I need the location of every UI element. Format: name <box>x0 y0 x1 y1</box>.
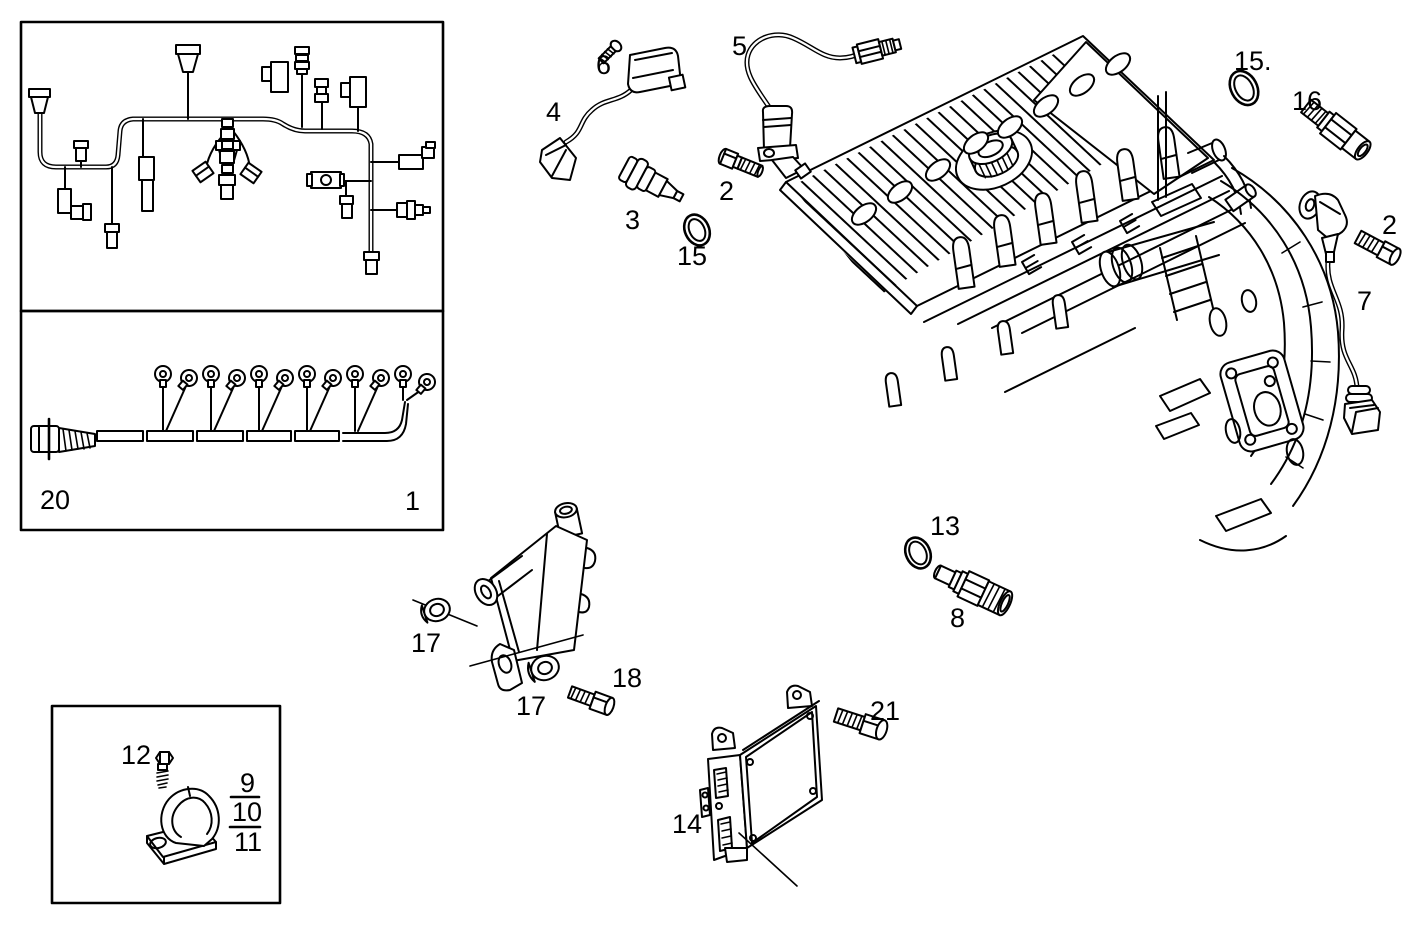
bracket-17-drawing <box>412 501 616 716</box>
control-unit-14-drawing <box>699 684 823 887</box>
mounting-flange <box>1219 349 1305 453</box>
bolt-2-left-drawing <box>717 147 764 178</box>
sensor-5-drawing <box>744 32 903 180</box>
callout-clamp-variant-11: 11 <box>234 827 263 857</box>
sensor-8-drawing <box>932 564 1014 617</box>
callout-clamp-variant-10: 10 <box>232 797 263 827</box>
harness-clips <box>1021 213 1141 276</box>
bolt-18-drawing <box>566 685 616 716</box>
callout-grommet-17-left: 17 <box>411 628 442 658</box>
callout-clamp-variant-9: 9 <box>240 768 256 798</box>
callout-cable-sensor-5: 5 <box>732 31 748 61</box>
screw-6-drawing <box>597 39 623 65</box>
grommet-17-left-drawing <box>420 597 451 624</box>
callout-bolt-2-right: 2 <box>1382 210 1398 240</box>
ring-terminal-icons <box>154 365 436 395</box>
callout-screw-6: 6 <box>596 50 612 80</box>
callout-sensor-3: 3 <box>625 205 641 235</box>
callout-sensor-8: 8 <box>950 603 966 633</box>
bolt-21-drawing <box>832 707 889 741</box>
sensor-4-drawing <box>539 46 687 181</box>
callout-seal-ring-15-right: 15. <box>1234 46 1272 76</box>
glow-plug-harness-inset-box <box>19 309 445 532</box>
callout-harness-1: 1 <box>405 486 421 516</box>
threaded-fitting <box>851 37 903 65</box>
seal-ring-15-right-drawing <box>1228 69 1260 107</box>
callout-sensor-16: 16 <box>1292 86 1323 116</box>
plug-well-ovals <box>850 52 1132 226</box>
wiring-harness-inset-box <box>19 20 445 313</box>
clamp-inset-box <box>50 704 282 905</box>
callout-bolt-18: 18 <box>612 663 643 693</box>
callout-cable-sensor-7: 7 <box>1357 286 1373 316</box>
callout-seal-ring-13: 13 <box>930 511 961 541</box>
callout-bolt-2-left: 2 <box>719 176 735 206</box>
seal-ring-15-left-drawing <box>682 213 712 247</box>
seal-ring-13-drawing <box>903 536 933 570</box>
callout-seal-ring-15-left: 15 <box>677 241 708 271</box>
callout-cable-sensor-4: 4 <box>546 97 562 127</box>
callout-bolt-21: 21 <box>870 696 901 726</box>
callout-bolt-12: 12 <box>121 740 152 770</box>
harness-connector-plug-icon <box>28 44 436 275</box>
callout-grommet-17-bottom: 17 <box>516 691 547 721</box>
sensor-16-drawing <box>1300 98 1372 161</box>
injector-sleeves <box>884 126 1181 408</box>
bolt-12-drawing <box>155 751 174 789</box>
sensor-3-drawing <box>618 155 685 203</box>
engine-assembly-drawing <box>779 35 1340 552</box>
grommet-17-bottom-drawing <box>527 654 560 683</box>
bolt-2-right-drawing <box>1353 229 1402 266</box>
callout-control-unit-14: 14 <box>672 809 703 839</box>
cable-clamp-drawing <box>146 786 220 865</box>
sensor-7-drawing <box>1298 190 1381 435</box>
callout-harness-connector-20: 20 <box>40 485 71 515</box>
